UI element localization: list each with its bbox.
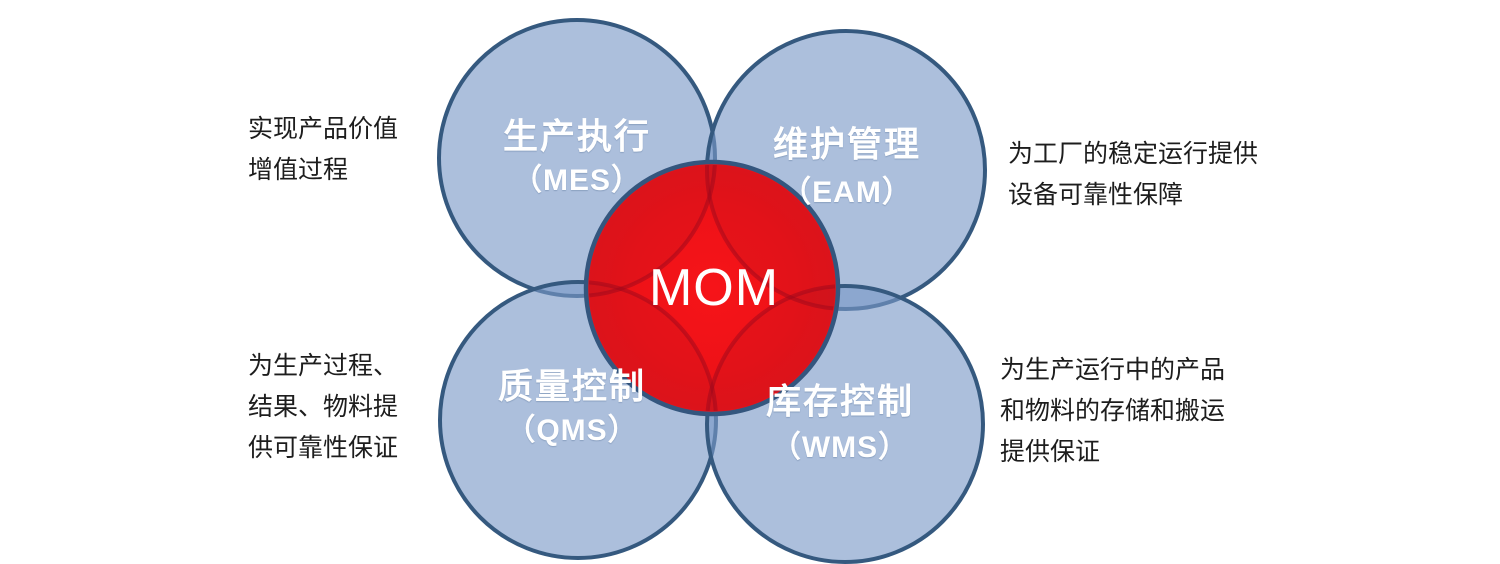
circle-mom bbox=[583, 159, 841, 417]
annotation-line: 实现产品价值 bbox=[248, 115, 399, 143]
qms-circle-title: 质量控制 bbox=[497, 367, 647, 407]
annotation-line: 设备可靠性保障 bbox=[1008, 181, 1184, 209]
annotation-line: 提供保证 bbox=[1000, 438, 1101, 466]
annotation-line: 增值过程 bbox=[248, 156, 349, 184]
arc-eam bbox=[705, 165, 835, 311]
annotation-line: 结果、物料提 bbox=[248, 393, 399, 421]
petal-eam bbox=[707, 165, 835, 309]
eam-circle-subtitle: （EAM） bbox=[781, 176, 913, 209]
mes-circle-subtitle: （MES） bbox=[511, 164, 643, 197]
annotation-top-right: 为工厂的稳定运行提供 设备可靠性保障 bbox=[1008, 134, 1258, 216]
annotation-line: 和物料的存储和搬运 bbox=[1000, 397, 1226, 425]
petal-mes bbox=[589, 165, 715, 296]
mes-circle-title: 生产执行 bbox=[502, 117, 652, 157]
qms-circle-subtitle: （QMS） bbox=[505, 414, 639, 447]
wms-circle-title: 库存控制 bbox=[765, 382, 915, 422]
annotation-bottom-left: 为生产过程、 结果、物料提 供可靠性保证 bbox=[248, 346, 398, 469]
annotation-line: 供可靠性保证 bbox=[248, 434, 399, 462]
petal-qms bbox=[589, 282, 716, 411]
annotation-line: 为生产过程、 bbox=[248, 352, 399, 380]
petal-wms bbox=[707, 286, 835, 411]
wms-circle-subtitle: （WMS） bbox=[770, 431, 910, 464]
eam-circle-title: 维护管理 bbox=[772, 125, 922, 165]
annotation-line: 为生产运行中的产品 bbox=[1000, 356, 1226, 384]
annotation-top-left: 实现产品价值 增值过程 bbox=[248, 109, 398, 191]
annotation-line: 为工厂的稳定运行提供 bbox=[1008, 140, 1259, 168]
center-inner-arcs bbox=[589, 165, 835, 411]
mom-center-label: MOM bbox=[648, 259, 780, 317]
annotation-bottom-right: 为生产运行中的产品 和物料的存储和搬运 提供保证 bbox=[1000, 350, 1225, 473]
